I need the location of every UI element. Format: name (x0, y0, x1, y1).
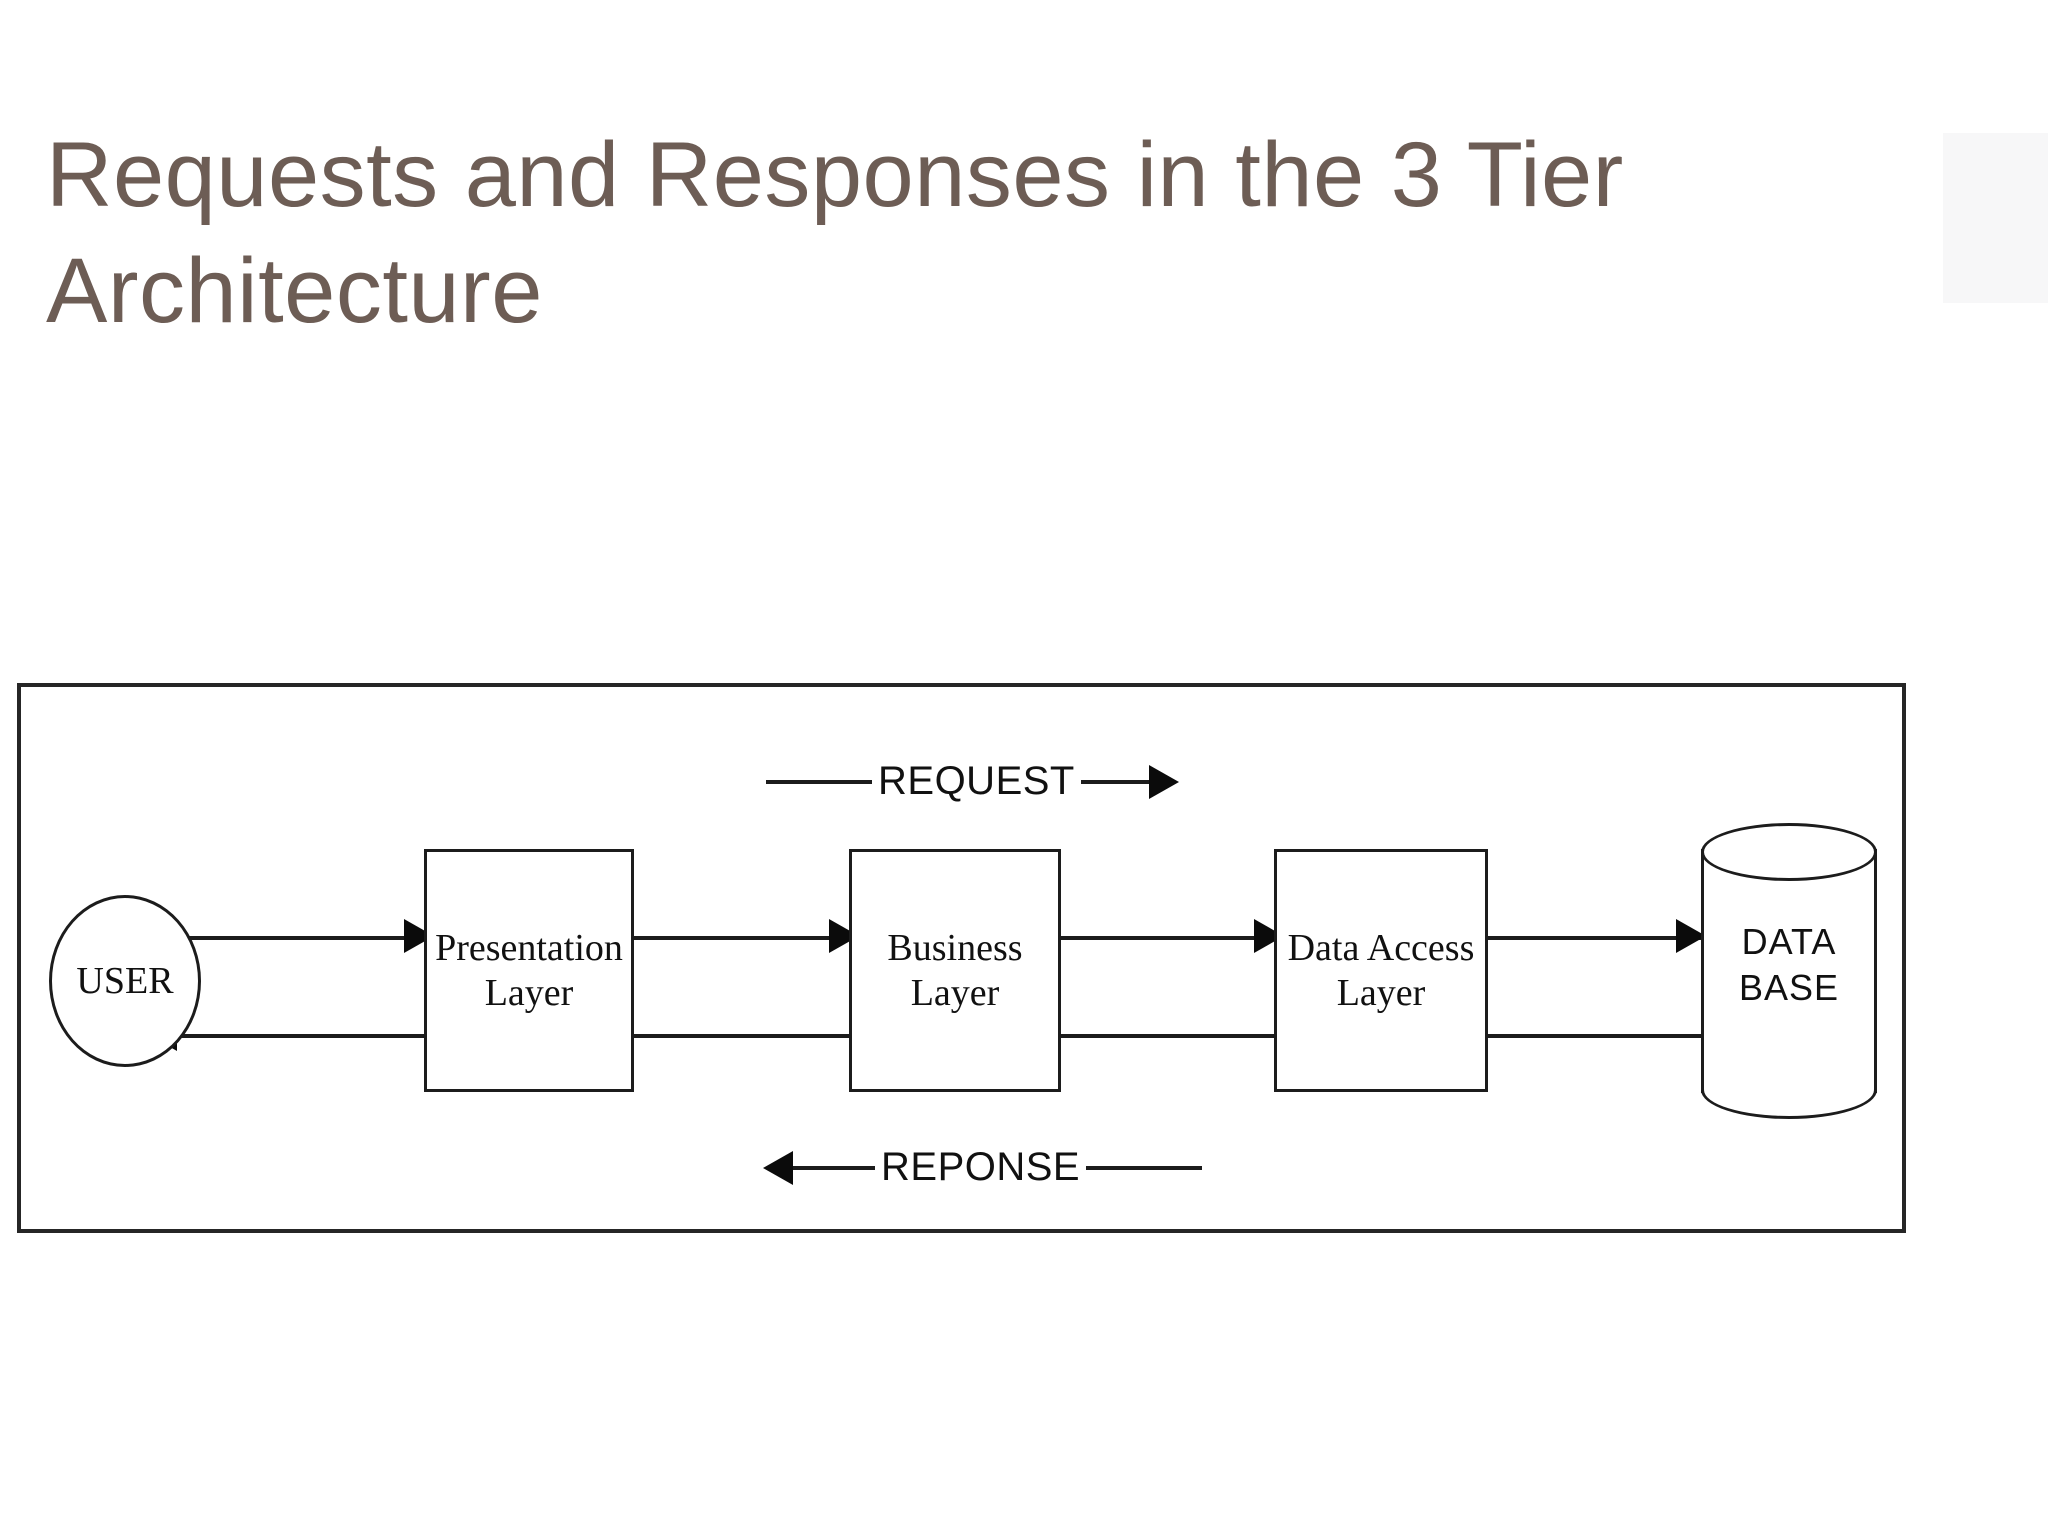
node-business-layer-label: Business Layer (887, 926, 1023, 1014)
request-label: REQUEST (878, 759, 1075, 803)
node-data-access-layer-label: Data Access Layer (1287, 926, 1475, 1014)
node-database-label: DATA BASE (1738, 921, 1840, 1009)
request-rule-left (766, 779, 872, 784)
response-label: REPONSE (881, 1145, 1081, 1189)
page-title: Requests and Responses in the 3 Tier Arc… (46, 124, 1645, 342)
node-user[interactable]: USER (49, 895, 201, 1067)
connector-business-to-presentation (611, 1034, 859, 1038)
connector-business-to-dataaccess (1061, 936, 1284, 940)
database-cylinder-body-icon (1701, 849, 1877, 1093)
node-business-layer[interactable]: Business Layer (849, 849, 1061, 1092)
connector-dataaccess-to-business (1039, 1034, 1284, 1038)
background-artifact (1943, 133, 2048, 303)
connector-database-to-dataaccess (1467, 1034, 1712, 1038)
node-presentation-layer[interactable]: Presentation Layer (424, 849, 634, 1092)
connector-dataaccess-to-database (1488, 936, 1711, 940)
node-database[interactable]: DATA BASE (1701, 823, 1877, 1119)
node-user-label: USER (76, 960, 174, 1002)
connector-user-to-presentation (186, 936, 434, 940)
response-rule-right (1086, 1165, 1203, 1170)
connector-presentation-to-user (169, 1034, 434, 1038)
architecture-diagram-frame: REQUEST REPONSE (17, 683, 1906, 1233)
node-presentation-layer-label: Presentation Layer (435, 926, 623, 1014)
response-flow-banner: REPONSE (763, 1145, 1203, 1190)
database-cylinder-top-icon (1701, 823, 1877, 881)
request-flow-banner: REQUEST (766, 759, 1179, 804)
node-data-access-layer[interactable]: Data Access Layer (1274, 849, 1488, 1092)
response-arrowhead-icon (763, 1150, 793, 1185)
request-arrowhead-icon (1148, 764, 1179, 799)
response-rule-left (793, 1165, 875, 1170)
diagram-canvas: REQUEST REPONSE (21, 687, 1902, 1229)
request-rule-right (1080, 779, 1149, 784)
connector-presentation-to-business (634, 936, 859, 940)
